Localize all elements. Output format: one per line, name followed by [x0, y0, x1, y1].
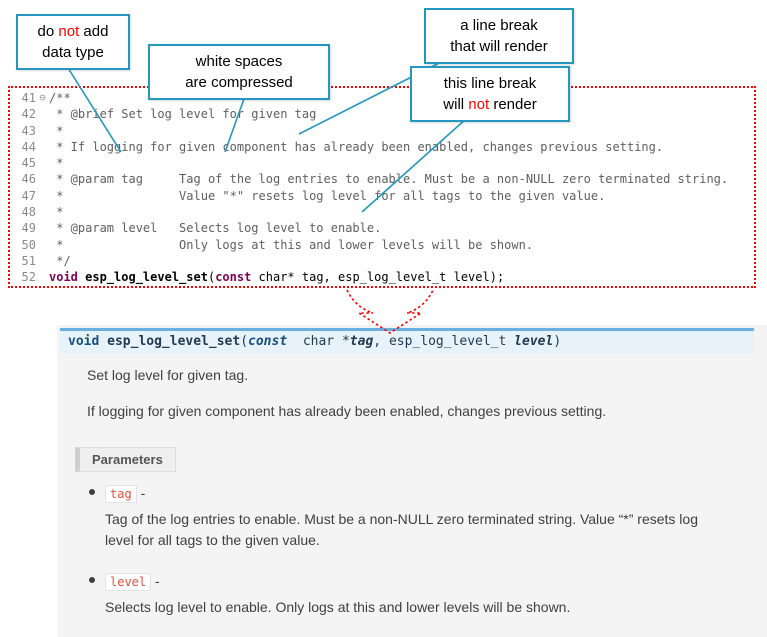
line-number: 42	[21, 107, 36, 122]
callout-text: white spaces	[195, 53, 283, 70]
function-signature: void esp_log_level_set(const char *tag, …	[60, 328, 754, 354]
bullet-icon	[89, 577, 95, 583]
line-number: 52	[21, 270, 36, 285]
line-number: 43	[21, 123, 36, 138]
param-list-item-level: level - Selects log level to enable. Onl…	[89, 573, 717, 618]
param-name-chip: tag	[105, 485, 137, 503]
docs-detail: If logging for given component has alrea…	[87, 403, 607, 419]
docs-brief: Set log level for given tag.	[87, 367, 249, 383]
code-text: * @param tag Tag of the log entries to e…	[49, 172, 729, 187]
code-line: 44 * If logging for given component has …	[12, 139, 754, 155]
code-line: 46 * @param tag Tag of the log entries t…	[12, 171, 754, 187]
code-text: * @param level Selects log level to enab…	[49, 221, 382, 236]
rendered-docs-panel: void esp_log_level_set(const char *tag, …	[57, 325, 767, 637]
param-description: Selects log level to enable. Only logs a…	[105, 599, 571, 615]
code-editor: 41⊖/** 42 * @brief Set log level for giv…	[8, 86, 756, 288]
param-list-item-tag: tag - Tag of the log entries to enable. …	[89, 485, 717, 551]
param-dash: -	[151, 573, 160, 589]
line-number: 41	[21, 91, 36, 105]
code-text: *	[49, 205, 64, 220]
line-number: 44	[21, 139, 36, 154]
callout-text: do	[37, 23, 59, 40]
callout-linebreak-renders: a line break that will render	[424, 8, 574, 64]
callout-text: render	[489, 96, 537, 113]
line-number: 45	[21, 156, 36, 171]
callout-text: this line break	[443, 75, 537, 92]
code-text: * @brief Set log level for given tag	[49, 107, 317, 122]
callout-text: will	[443, 96, 469, 113]
callout-linebreak-not-render: this line break will not render	[410, 66, 570, 122]
code-line: 42 * @brief Set log level for given tag	[12, 106, 754, 122]
line-number: 51	[21, 253, 36, 268]
callout-text: data type	[42, 44, 104, 61]
code-line: 48 *	[12, 204, 754, 220]
callout-text-red: not	[468, 96, 490, 113]
code-text: *	[49, 123, 64, 138]
code-line: 41⊖/**	[12, 90, 754, 106]
parameters-label: Parameters	[75, 447, 176, 472]
code-text: *	[49, 156, 64, 171]
param-dash: -	[136, 485, 146, 501]
code-line: 49 * @param level Selects log level to e…	[12, 220, 754, 236]
fold-toggle-icon[interactable]: ⊖	[39, 91, 46, 104]
code-text: /**	[49, 91, 71, 105]
code-line: 43 *	[12, 123, 754, 139]
code-text: void esp_log_level_set(const char* tag, …	[49, 270, 505, 285]
callout-text: that will render	[450, 38, 548, 55]
code-line: 51 */	[12, 253, 754, 269]
bullet-icon	[89, 489, 95, 495]
callout-text-red: not	[58, 23, 80, 40]
param-description: Tag of the log entries to enable. Must b…	[105, 511, 698, 548]
line-number: 50	[21, 237, 36, 252]
callout-text: add	[79, 23, 109, 40]
line-number: 46	[21, 172, 36, 187]
callout-text: are compressed	[185, 74, 293, 91]
line-number: 49	[21, 221, 36, 236]
code-line: 45 *	[12, 155, 754, 171]
code-text: * If logging for given component has alr…	[49, 139, 664, 154]
code-line-declaration: 52 void esp_log_level_set(const char* tag…	[12, 269, 754, 285]
line-number: 48	[21, 205, 36, 220]
code-text: * Value "*" resets log level for all tag…	[49, 188, 606, 203]
code-text: */	[49, 253, 71, 268]
code-line: 47 * Value "*" resets log level for all …	[12, 188, 754, 204]
callout-text: a line break	[460, 17, 538, 34]
line-number: 47	[21, 188, 36, 203]
callout-whitespace-compressed: white spaces are compressed	[148, 44, 330, 100]
callout-no-datatype: do not add data type	[16, 14, 130, 70]
code-text: * Only logs at this and lower levels wil…	[49, 237, 534, 252]
code-line: 50 * Only logs at this and lower levels …	[12, 237, 754, 253]
param-name-chip: level	[105, 573, 152, 591]
